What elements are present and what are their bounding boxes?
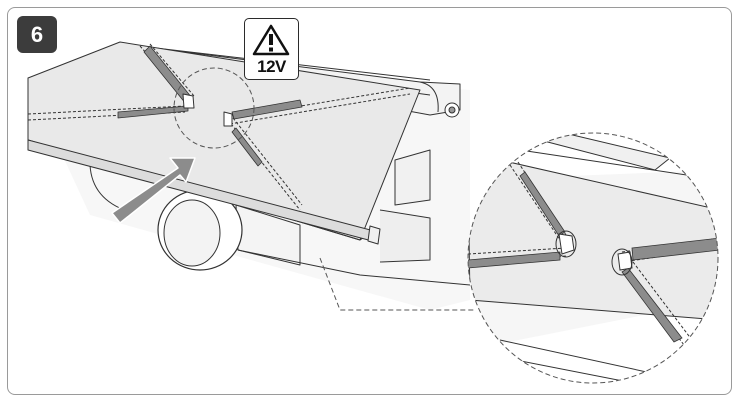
direction-arrow [111, 157, 196, 224]
front-lead-rail [27, 139, 381, 245]
step-number-badge: 6 [17, 16, 57, 53]
caravan-wheel [157, 189, 243, 271]
warning-triangle-icon [252, 24, 290, 56]
magnified-detail [467, 132, 719, 384]
callout-source-circle [173, 67, 255, 149]
callout-connector [319, 257, 476, 311]
voltage-label: 12V [257, 57, 286, 76]
voltage-warning-box: 12V [244, 18, 299, 80]
folding-arms [27, 43, 411, 211]
